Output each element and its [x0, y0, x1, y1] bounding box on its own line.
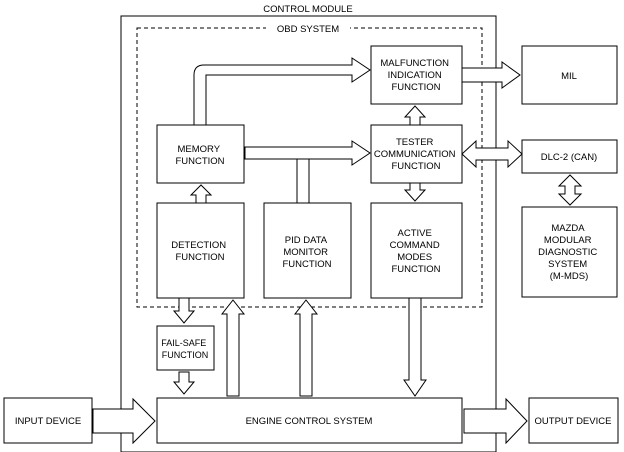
input-label: INPUT DEVICE: [15, 416, 81, 427]
pid-label-line: MONITOR: [283, 247, 328, 258]
arrow-memory-to-tester: [244, 140, 371, 166]
malfunction-label: MALFUNCTION INDICATION FUNCTION: [380, 58, 451, 93]
active-label-line: FUNCTION: [391, 264, 440, 275]
arrow-malfunction-to-mil: [461, 61, 521, 89]
mmds-label-line: MODULAR: [544, 235, 592, 246]
obd-system-region: [136, 27, 483, 308]
engine-box: [156, 397, 463, 444]
memory-label-line: MEMORY: [177, 144, 220, 155]
active-label: ACTIVE COMMAND MODES FUNCTION: [390, 228, 443, 275]
title-bg: [246, 2, 370, 14]
mmds-box: [521, 206, 618, 298]
obd-system-label: OBD SYSTEM: [277, 24, 339, 35]
engine-label-line: ENGINE CONTROL SYSTEM: [246, 416, 373, 427]
arrow-active-to-engine: [403, 297, 427, 397]
detection-label-line: FUNCTION: [175, 252, 224, 263]
active-label-line: MODES: [397, 252, 432, 263]
mmds-label-line: MAZDA: [551, 223, 585, 234]
malfunction-label-line: INDICATION: [388, 70, 442, 81]
pid-label: PID DATA MONITOR FUNCTION: [282, 235, 331, 270]
tester-label-line: TESTER: [396, 137, 434, 148]
arrow-tester-to-active: [403, 182, 427, 202]
mmds-label-line: (M-MDS): [550, 271, 589, 282]
arrow-engine-to-detection: [220, 299, 246, 397]
failsafe-label-line: FAIL-SAFE: [161, 338, 206, 348]
obd-label-bg: [266, 22, 350, 34]
input-label-line: INPUT DEVICE: [15, 416, 81, 427]
failsafe-label: FAIL-SAFE FUNCTION: [161, 338, 209, 360]
arrow-detection-to-failsafe: [172, 297, 196, 324]
mmds-label-line: SYSTEM: [548, 259, 587, 270]
memory-label: MEMORY FUNCTION: [175, 144, 224, 167]
tester-label: TESTER COMMUNICATION FUNCTION: [374, 137, 458, 172]
mmds-label-line: DIAGNOSTIC: [538, 247, 597, 258]
input-box: [3, 397, 93, 444]
detection-box: [156, 202, 245, 299]
output-label: OUTPUT DEVICE: [535, 416, 612, 427]
memory-label-line: FUNCTION: [175, 156, 224, 167]
active-label-line: ACTIVE: [398, 228, 432, 239]
mil-box: [521, 45, 618, 105]
active-box: [370, 202, 463, 299]
malfunction-box: [370, 45, 463, 105]
pid-label-line: FUNCTION: [282, 259, 331, 270]
tester-box: [370, 124, 463, 184]
pid-label-line: PID DATA: [285, 235, 328, 246]
detection-label-line: DETECTION: [171, 240, 226, 251]
arrow-tester-to-malfunction: [403, 105, 427, 126]
output-box: [528, 397, 619, 444]
arrow-engine-to-output: [463, 397, 528, 445]
arrow-dlc-mmds: [557, 174, 583, 206]
malfunction-label-line: MALFUNCTION: [380, 58, 449, 69]
mmds-label: MAZDA MODULAR DIAGNOSTIC SYSTEM (M-MDS): [538, 223, 600, 282]
engine-label: ENGINE CONTROL SYSTEM: [246, 416, 373, 427]
dlc-label-line: DLC-2 (CAN): [541, 152, 597, 163]
active-label-line: COMMAND: [390, 240, 440, 251]
tester-label-line: COMMUNICATION: [374, 149, 456, 160]
arrow-failsafe-to-engine: [172, 371, 196, 395]
tester-label-line: FUNCTION: [391, 161, 440, 172]
pid-box: [263, 202, 352, 299]
malfunction-label-line: FUNCTION: [391, 82, 440, 93]
mil-label: MIL: [561, 71, 577, 82]
arrow-input-to-engine: [92, 397, 156, 445]
memory-box: [156, 124, 245, 184]
failsafe-box: [156, 325, 215, 371]
arrow-memory-to-malfunction: [193, 57, 371, 126]
detection-label: DETECTION FUNCTION: [171, 240, 229, 263]
mil-label-line: MIL: [561, 71, 577, 82]
output-label-line: OUTPUT DEVICE: [535, 416, 612, 427]
dlc-box: [521, 139, 618, 174]
dlc-label: DLC-2 (CAN): [541, 152, 597, 163]
control-module-title: CONTROL MODULE: [263, 4, 352, 15]
arrow-detection-to-memory: [189, 184, 213, 204]
arrow-pid-merge: [296, 158, 310, 204]
failsafe-label-line: FUNCTION: [162, 350, 209, 360]
arrow-engine-to-pid: [293, 299, 319, 397]
